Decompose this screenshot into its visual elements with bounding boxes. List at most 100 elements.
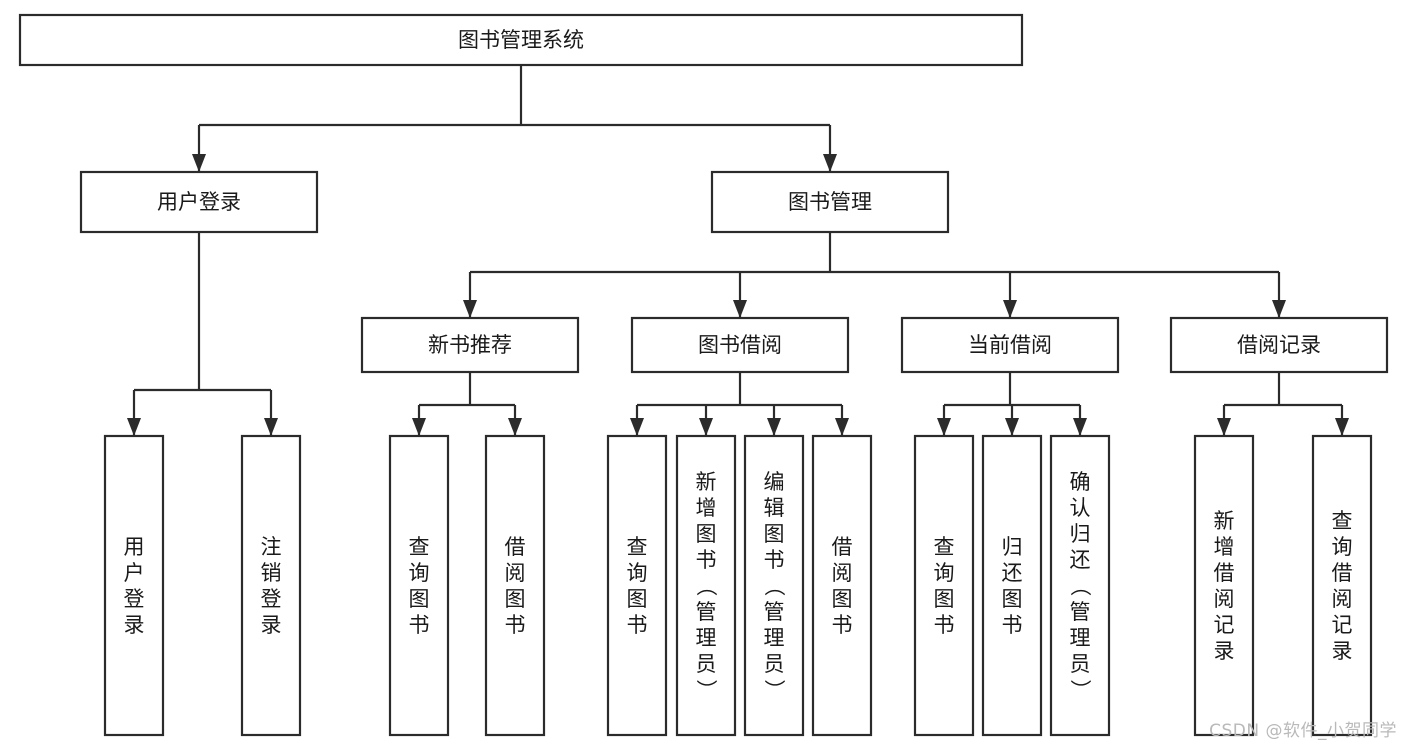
node-box[interactable] [1049,434,1111,737]
arrow-head-icon [937,418,951,436]
node-box[interactable] [79,170,319,234]
level3-node-current-borrow[interactable]: 当前借阅 [900,316,1120,374]
node-label-char: 员 [764,652,785,676]
arrow-head-icon [835,418,849,436]
root-node-root[interactable]: 图书管理系统 [18,13,1024,67]
arrow-head-icon [127,418,141,436]
node-label: 图书借阅 [698,333,782,357]
node-box[interactable] [360,316,580,374]
level2-node-user-login[interactable]: 用户登录 [79,170,319,234]
node-box[interactable] [913,434,975,737]
node-label-char: 户 [124,561,145,585]
node-label-char: 借 [505,535,526,559]
node-label-char: 书 [1002,613,1023,637]
node-label-char: 编 [764,470,785,494]
node-box[interactable] [1193,434,1255,737]
node-box[interactable] [981,434,1043,737]
node-label-char: 询 [1332,535,1353,559]
node-label-char: 书 [627,613,648,637]
node-label-char: 归 [1070,522,1091,546]
node-label-char: 借 [1332,561,1353,585]
node-label-char: 书 [832,613,853,637]
node-box[interactable] [630,316,850,374]
leaf-node-leaf-user-login[interactable]: 用户登录 [103,434,165,737]
node-label-char: 询 [934,561,955,585]
node-label: 新书推荐 [428,333,512,357]
node-label-char: 记 [1332,613,1353,637]
node-box[interactable] [900,316,1120,374]
node-label-char: 图 [934,587,955,611]
node-label-char: 查 [934,535,955,559]
node-box[interactable] [240,434,302,737]
node-label-char: 图 [832,587,853,611]
arrow-head-icon [733,300,747,318]
node-label-char: 图 [409,587,430,611]
node-label-char: 增 [696,496,717,520]
node-label-char: 理 [696,626,717,650]
node-label-char: 阅 [832,561,853,585]
arrow-head-icon [1073,418,1087,436]
node-label-char: 登 [124,587,145,611]
node-label-char: 询 [409,561,430,585]
node-label-char: 新 [1214,509,1235,533]
arrow-head-icon [823,154,837,172]
node-label-char: ） [1068,679,1092,700]
node-label-char: ） [762,679,786,700]
node-label-char: 书 [696,548,717,572]
arrow-head-icon [192,154,206,172]
node-label: 当前借阅 [968,333,1052,357]
node-box[interactable] [103,434,165,737]
node-label-char: 查 [1332,509,1353,533]
level3-node-borrow-record[interactable]: 借阅记录 [1169,316,1389,374]
node-label-char: ） [694,679,718,700]
arrow-head-icon [463,300,477,318]
node-label-char: 阅 [1332,587,1353,611]
node-box[interactable] [811,434,873,737]
node-label-char: 注 [261,535,282,559]
node-label-char: （ [1068,575,1092,596]
node-label-char: 图 [696,522,717,546]
node-box[interactable] [18,13,1024,67]
node-box[interactable] [743,434,805,737]
arrow-head-icon [264,418,278,436]
node-label-char: 管 [696,600,717,624]
watermark-label: CSDN @软件_小贺同学 [1209,721,1397,741]
node-label-char: 归 [1002,535,1023,559]
node-label-char: 图 [505,587,526,611]
node-box[interactable] [484,434,546,737]
node-label-char: 还 [1002,561,1023,585]
node-label-char: 销 [261,561,282,585]
node-box[interactable] [710,170,950,234]
node-box[interactable] [1311,434,1373,737]
node-box[interactable] [388,434,450,737]
node-box[interactable] [1169,316,1389,374]
node-box[interactable] [606,434,668,737]
node-label-char: 记 [1214,613,1235,637]
node-label: 图书管理系统 [458,28,584,52]
node-label: 用户登录 [157,190,241,214]
node-label-char: 还 [1070,548,1091,572]
arrow-head-icon [1005,418,1019,436]
node-label-char: 询 [627,561,648,585]
arrow-head-icon [1217,418,1231,436]
level2-node-book-management[interactable]: 图书管理 [710,170,950,234]
level3-node-new-book-recommend[interactable]: 新书推荐 [360,316,580,374]
node-box[interactable] [675,434,737,737]
arrow-head-icon [699,418,713,436]
node-label-char: 录 [1214,639,1235,663]
node-label-char: 录 [261,613,282,637]
level3-node-book-borrow[interactable]: 图书借阅 [630,316,850,374]
